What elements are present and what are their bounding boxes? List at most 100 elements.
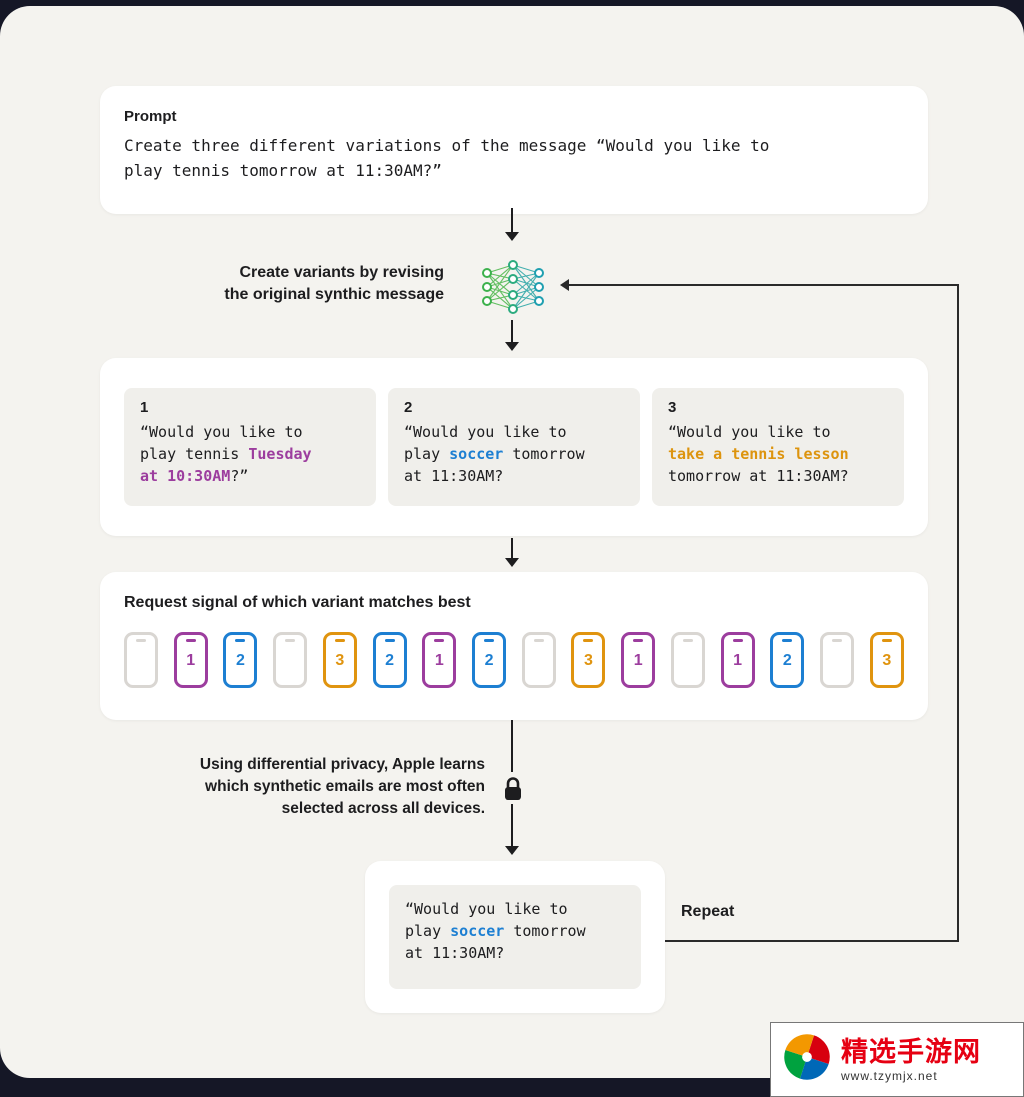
message-line: at 11:30AM? [404,467,504,485]
prompt-text-line-2: play tennis tomorrow at 11:30AM?” [124,161,442,180]
phone-notch [384,639,395,642]
watermark-text: 精选手游网 www.tzymjx.net [841,1036,981,1083]
phone-icon-variant-3: 3 [571,632,606,688]
phone-variant-number: 1 [633,652,643,670]
arrowhead-down-icon [505,232,519,241]
phone-variant-number: 2 [235,652,245,670]
repeat-label: Repeat [681,903,735,920]
phone-notch [185,639,196,642]
phone-variant-number: 2 [385,652,395,670]
phone-icon-variant-2: 2 [770,632,805,688]
phone-icon-variant-2: 2 [223,632,258,688]
prompt-card-label: Prompt [124,108,177,125]
phone-notch [484,639,495,642]
variant-number: 2 [404,399,413,416]
phone-notch [334,639,345,642]
arrow-model-to-variants [511,320,513,346]
message-line: take a tennis lesson [668,445,849,463]
model-step-label-line-1: Create variants by revising [239,264,444,281]
phone-variant-number: 2 [782,652,792,670]
variant-message: “Would you like to take a tennis lesson to… [668,421,888,487]
variant-number: 3 [668,399,677,416]
phone-notch [732,639,743,642]
phone-variant-number: 2 [484,652,494,670]
phone-icon-variant-2: 2 [372,632,407,688]
phone-notch [285,639,296,642]
phone-icon-variant-1: 1 [422,632,457,688]
privacy-note-line-2: which synthetic emails are most often [205,778,485,795]
prompt-card: Prompt Create three different variations… [100,86,928,214]
phone-icon-empty [820,632,855,688]
phone-icon-empty [273,632,308,688]
watermark-box: 精选手游网 www.tzymjx.net [770,1022,1024,1097]
result-message: “Would you like to play soccer tomorrow at… [405,898,625,964]
pinwheel-logo [781,1031,833,1088]
message-line: at 10:30AM?” [140,467,249,485]
arrowhead-down-icon [505,558,519,567]
privacy-note: Using differential privacy, Apple learns… [200,754,485,820]
variant-card-3: 3 “Would you like to take a tennis lesson t… [652,388,904,506]
arrowhead-down-icon [505,342,519,351]
model-step-label: Create variants by revising the original… [224,262,444,306]
phone-notch [881,639,892,642]
message-line: “Would you like to [140,423,303,441]
phone-variant-number: 3 [335,652,345,670]
diagram-background: Prompt Create three different variations… [0,6,1024,1078]
prompt-text: Create three different variations of the… [124,133,904,183]
model-step-label-line-2: the original synthic message [224,286,444,303]
variants-card: 1 “Would you like to play tennis Tuesday at… [100,358,928,536]
phone-icon-variant-1: 1 [173,632,208,688]
phone-icon-variant-2: 2 [472,632,507,688]
repeat-loop-line-right [957,284,959,942]
arrow-prompt-to-model [511,208,513,236]
phone-variant-number: 1 [186,652,196,670]
phone-notch [235,639,246,642]
lock-icon [499,772,527,804]
repeat-loop-line-top [569,284,959,286]
phone-icon-empty [670,632,705,688]
phone-notch [136,639,146,642]
message-line: play tennis Tuesday [140,445,312,463]
variant-cards: 1 “Would you like to play tennis Tuesday at… [124,388,904,506]
phone-variant-number: 1 [733,652,743,670]
message-line: at 11:30AM? [405,944,505,962]
neural-network-icon [480,258,546,321]
variant-number: 1 [140,399,149,416]
phone-notch [633,639,644,642]
prompt-text-line-1: Create three different variations of the… [124,136,770,155]
phone-variant-number: 3 [584,652,593,670]
arrow-variants-to-request [511,538,513,562]
arrowhead-down-icon [505,846,519,855]
phone-notch [682,639,693,642]
phone-variant-number: 3 [882,652,892,670]
phone-notch [533,639,544,642]
phone-variant-number: 1 [434,652,444,670]
result-message-card: “Would you like to play soccer tomorrow at… [389,885,641,989]
arrowhead-left-icon [560,279,569,291]
phones-row: 1 2 3 2 1 2 3 1 1 2 3 [124,632,904,688]
phone-icon-variant-1: 1 [720,632,755,688]
phone-icon-variant-1: 1 [621,632,656,688]
privacy-note-line-3: selected across all devices. [281,800,485,817]
variant-card-1: 1 “Would you like to play tennis Tuesday at… [124,388,376,506]
request-signal-card: Request signal of which variant matches … [100,572,928,720]
result-card: “Would you like to play soccer tomorrow at… [365,861,665,1013]
privacy-note-line-1: Using differential privacy, Apple learns [199,756,485,773]
phone-icon-empty [521,632,556,688]
variant-message: “Would you like to play tennis Tuesday at … [140,421,360,487]
watermark-site-name: 精选手游网 [841,1037,981,1067]
phone-notch [782,639,793,642]
phone-notch [583,639,594,642]
phone-icon-variant-3: 3 [869,632,904,688]
message-line: tomorrow at 11:30AM? [668,467,849,485]
phone-icon-variant-3: 3 [322,632,357,688]
watermark-url: www.tzymjx.net [841,1069,938,1083]
request-signal-title: Request signal of which variant matches … [124,594,471,611]
phone-icon-empty [124,632,158,688]
message-line: “Would you like to [668,423,831,441]
message-line: “Would you like to [405,900,568,918]
message-line: play soccer tomorrow [405,922,586,940]
message-line: play soccer tomorrow [404,445,585,463]
